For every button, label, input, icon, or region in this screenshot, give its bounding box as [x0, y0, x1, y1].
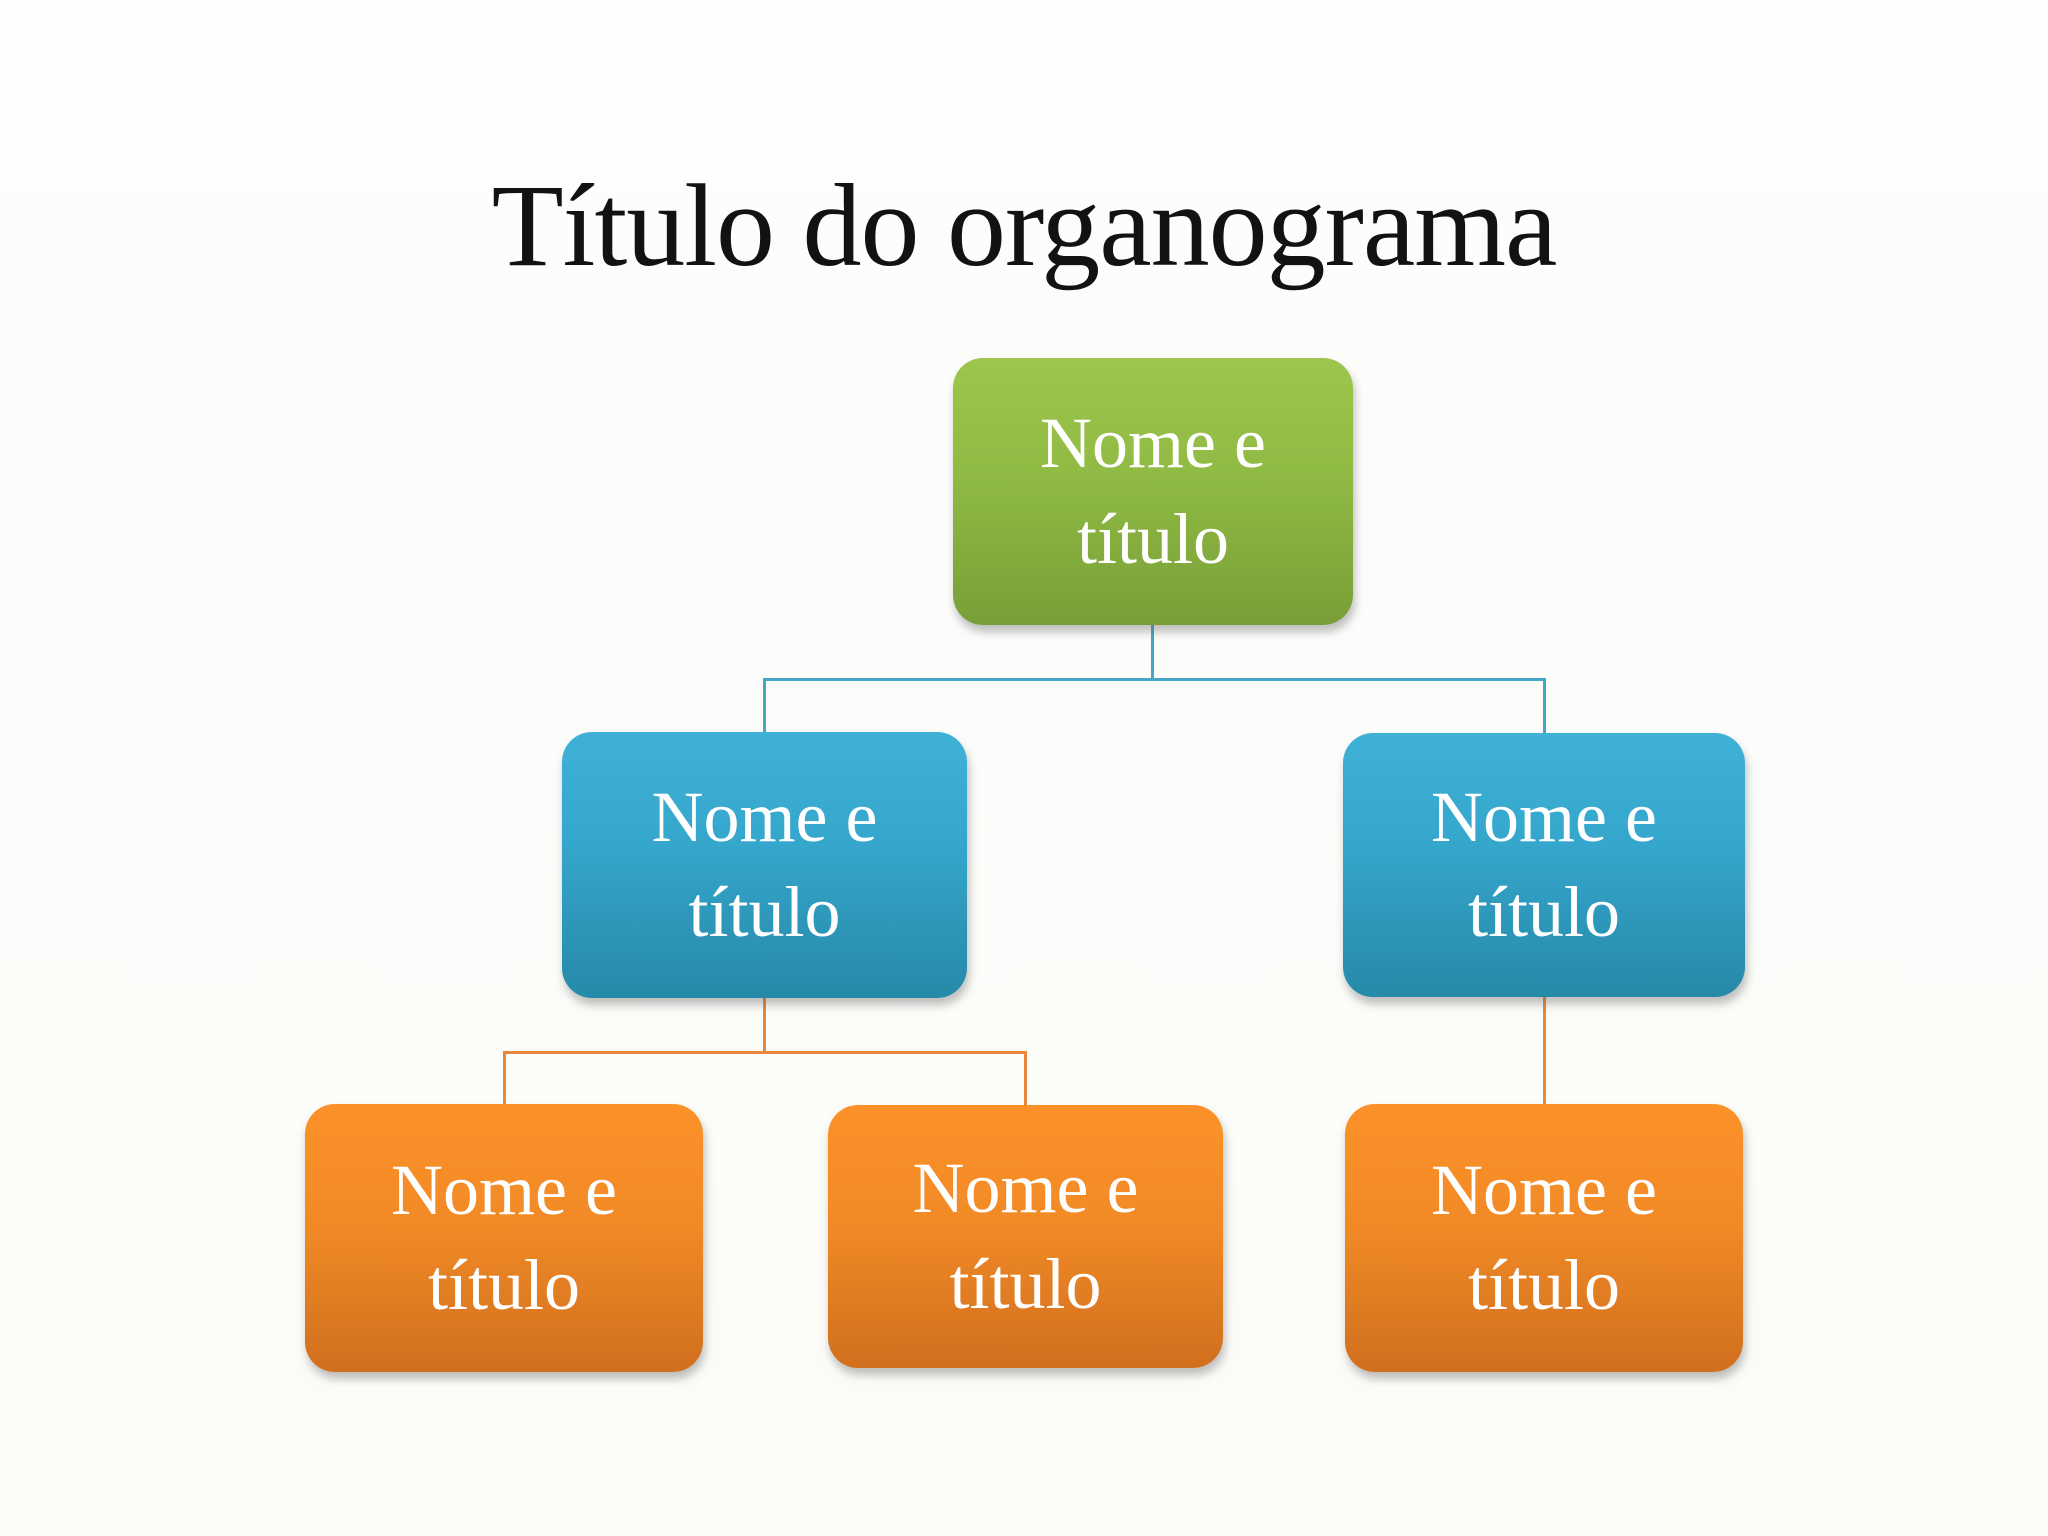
- org-node-level3-left-child-1: Nome e título: [305, 1104, 703, 1372]
- org-node-level2-left: Nome e título: [562, 732, 967, 998]
- org-node-level2-right: Nome e título: [1343, 733, 1745, 997]
- connector-drop-to-left-child-2: [1024, 1051, 1027, 1107]
- connector-root-stem: [1151, 625, 1154, 680]
- org-node-level3-right-child-1: Nome e título: [1345, 1104, 1743, 1372]
- connector-drop-to-left-node: [763, 678, 766, 734]
- connector-right-node-to-child: [1543, 996, 1546, 1106]
- org-node-level3-left-child-2: Nome e título: [828, 1105, 1223, 1368]
- connector-root-rail: [763, 678, 1546, 681]
- chart-title: Título do organograma: [491, 160, 1558, 291]
- connector-left-node-stem: [763, 997, 766, 1054]
- connector-left-node-rail: [503, 1051, 1027, 1054]
- org-node-root: Nome e título: [953, 358, 1353, 625]
- connector-drop-to-right-node: [1543, 678, 1546, 735]
- connector-drop-to-left-child-1: [503, 1051, 506, 1106]
